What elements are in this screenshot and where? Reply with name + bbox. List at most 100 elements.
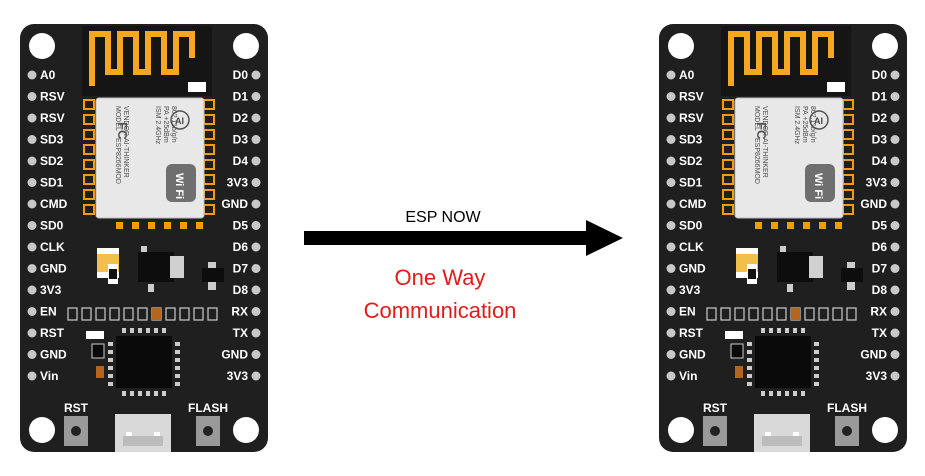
ai-logo: AI xyxy=(814,116,823,126)
pin-label-left: RSV xyxy=(40,111,65,125)
pin-dot-left xyxy=(666,328,676,338)
transistor xyxy=(91,343,105,359)
diode-pin xyxy=(847,282,855,290)
pin-dot-left xyxy=(666,285,676,295)
chip-pin-top xyxy=(777,328,781,333)
micro-usb-connector xyxy=(754,414,810,452)
pin-dot-right xyxy=(251,92,261,101)
reset-button-cap xyxy=(71,426,81,436)
fcc-logo: FC xyxy=(115,122,130,140)
micro-usb-notch xyxy=(126,432,132,436)
usb-uart-chip xyxy=(755,336,811,388)
smd-pad-row xyxy=(734,307,745,321)
pin-label-left: SD0 xyxy=(679,219,703,233)
chip-pin-left xyxy=(108,366,113,370)
pin-label-right: D4 xyxy=(233,154,249,168)
pin-label-left: 3V3 xyxy=(679,283,701,297)
module-pad-left xyxy=(83,99,95,110)
pin-label-right: D5 xyxy=(872,219,888,233)
pin-label-left: RSV xyxy=(40,90,65,104)
pin-label-left: SD1 xyxy=(679,176,703,190)
mounting-hole xyxy=(668,33,694,59)
pin-label-right: D0 xyxy=(233,68,249,82)
arrow-shaft xyxy=(304,231,589,245)
pin-label-right: GND xyxy=(221,348,248,362)
mounting-hole xyxy=(29,417,55,443)
chip-pin-right xyxy=(814,374,819,378)
chip-pin-right xyxy=(175,350,180,354)
module-pad-left xyxy=(722,144,734,155)
chip-pin-bottom xyxy=(793,391,797,396)
chip-pin-bottom xyxy=(769,391,773,396)
reset-button-label: RST xyxy=(703,401,728,415)
pin-label-left: Vin xyxy=(679,369,697,383)
regulator-tab xyxy=(809,256,823,278)
pin-dot-right xyxy=(890,178,900,187)
module-pad-bottom xyxy=(755,222,762,229)
pin-label-left: SD1 xyxy=(40,176,64,190)
wifi-logo-bg xyxy=(805,164,835,202)
pin-label-right: D2 xyxy=(233,111,249,125)
pin-label-right: GND xyxy=(860,348,887,362)
module-spec-80211: 802.11b/g/n xyxy=(170,106,177,143)
chip-pin-bottom xyxy=(130,391,134,396)
transistor xyxy=(730,343,744,359)
esp-now-arrow: ESP NOW xyxy=(304,209,623,256)
module-spec-ism: ISM 2.4GHz xyxy=(793,106,800,145)
chip-pin-top xyxy=(154,328,158,333)
pin-label-left: A0 xyxy=(679,68,695,82)
pin-dot-left xyxy=(27,199,37,209)
chip-pin-right xyxy=(175,374,180,378)
pin-dot-left xyxy=(27,135,37,144)
micro-usb-notch xyxy=(154,432,160,436)
pin-label-right: D1 xyxy=(233,90,249,104)
pin-dot-right xyxy=(890,371,900,381)
pin-dot-right xyxy=(890,135,900,144)
smd-pad-row xyxy=(207,307,218,321)
smd-resistor-brown xyxy=(152,308,161,320)
caption: One Way Communication xyxy=(364,265,517,323)
module-model-value: ESP8266MOD xyxy=(114,138,121,184)
diode xyxy=(841,268,863,282)
chip-pin-top xyxy=(146,328,150,333)
pin-dot-right xyxy=(890,285,900,295)
pin-dot-right xyxy=(251,307,261,316)
voltage-regulator xyxy=(138,252,174,282)
micro-usb-port xyxy=(123,436,163,446)
pin-label-right: TX xyxy=(233,326,248,340)
module-pad-left xyxy=(83,159,95,170)
module-pad-bottom xyxy=(180,222,187,229)
pin-dot-left xyxy=(27,113,37,123)
diode-pin xyxy=(208,282,216,290)
smd-pad-row xyxy=(81,307,92,321)
module-model-label: MODEL xyxy=(114,106,121,131)
pin-label-left: SD2 xyxy=(679,154,703,168)
chip-pin-right xyxy=(814,342,819,346)
chip-pin-left xyxy=(747,350,752,354)
chip-pin-right xyxy=(175,342,180,346)
mounting-hole xyxy=(233,417,259,443)
smd-pad-row xyxy=(95,307,106,321)
pin-dot-right xyxy=(251,350,261,359)
pin-dot-right xyxy=(251,113,261,123)
pin-dot-right xyxy=(251,178,261,187)
pin-dot-right xyxy=(251,285,261,295)
chip-pin-bottom xyxy=(146,391,150,396)
pin-dot-right xyxy=(251,371,261,381)
antenna-led xyxy=(188,82,206,92)
pin-dot-left xyxy=(27,242,37,252)
chip-pin-bottom xyxy=(122,391,126,396)
pin-dot-left xyxy=(27,285,37,295)
wifi-logo-bg xyxy=(166,164,196,202)
chip-pin-left xyxy=(108,342,113,346)
module-pad-bottom xyxy=(819,222,826,229)
module-spec-pa: PA +25dBm xyxy=(162,106,169,143)
chip-pin-left xyxy=(108,374,113,378)
smd-resistor-brown xyxy=(791,308,800,320)
module-pad-bottom xyxy=(116,222,123,229)
pin-label-right: 3V3 xyxy=(227,176,249,190)
pin-label-left: CMD xyxy=(40,197,68,211)
pin-label-left: SD2 xyxy=(40,154,64,168)
